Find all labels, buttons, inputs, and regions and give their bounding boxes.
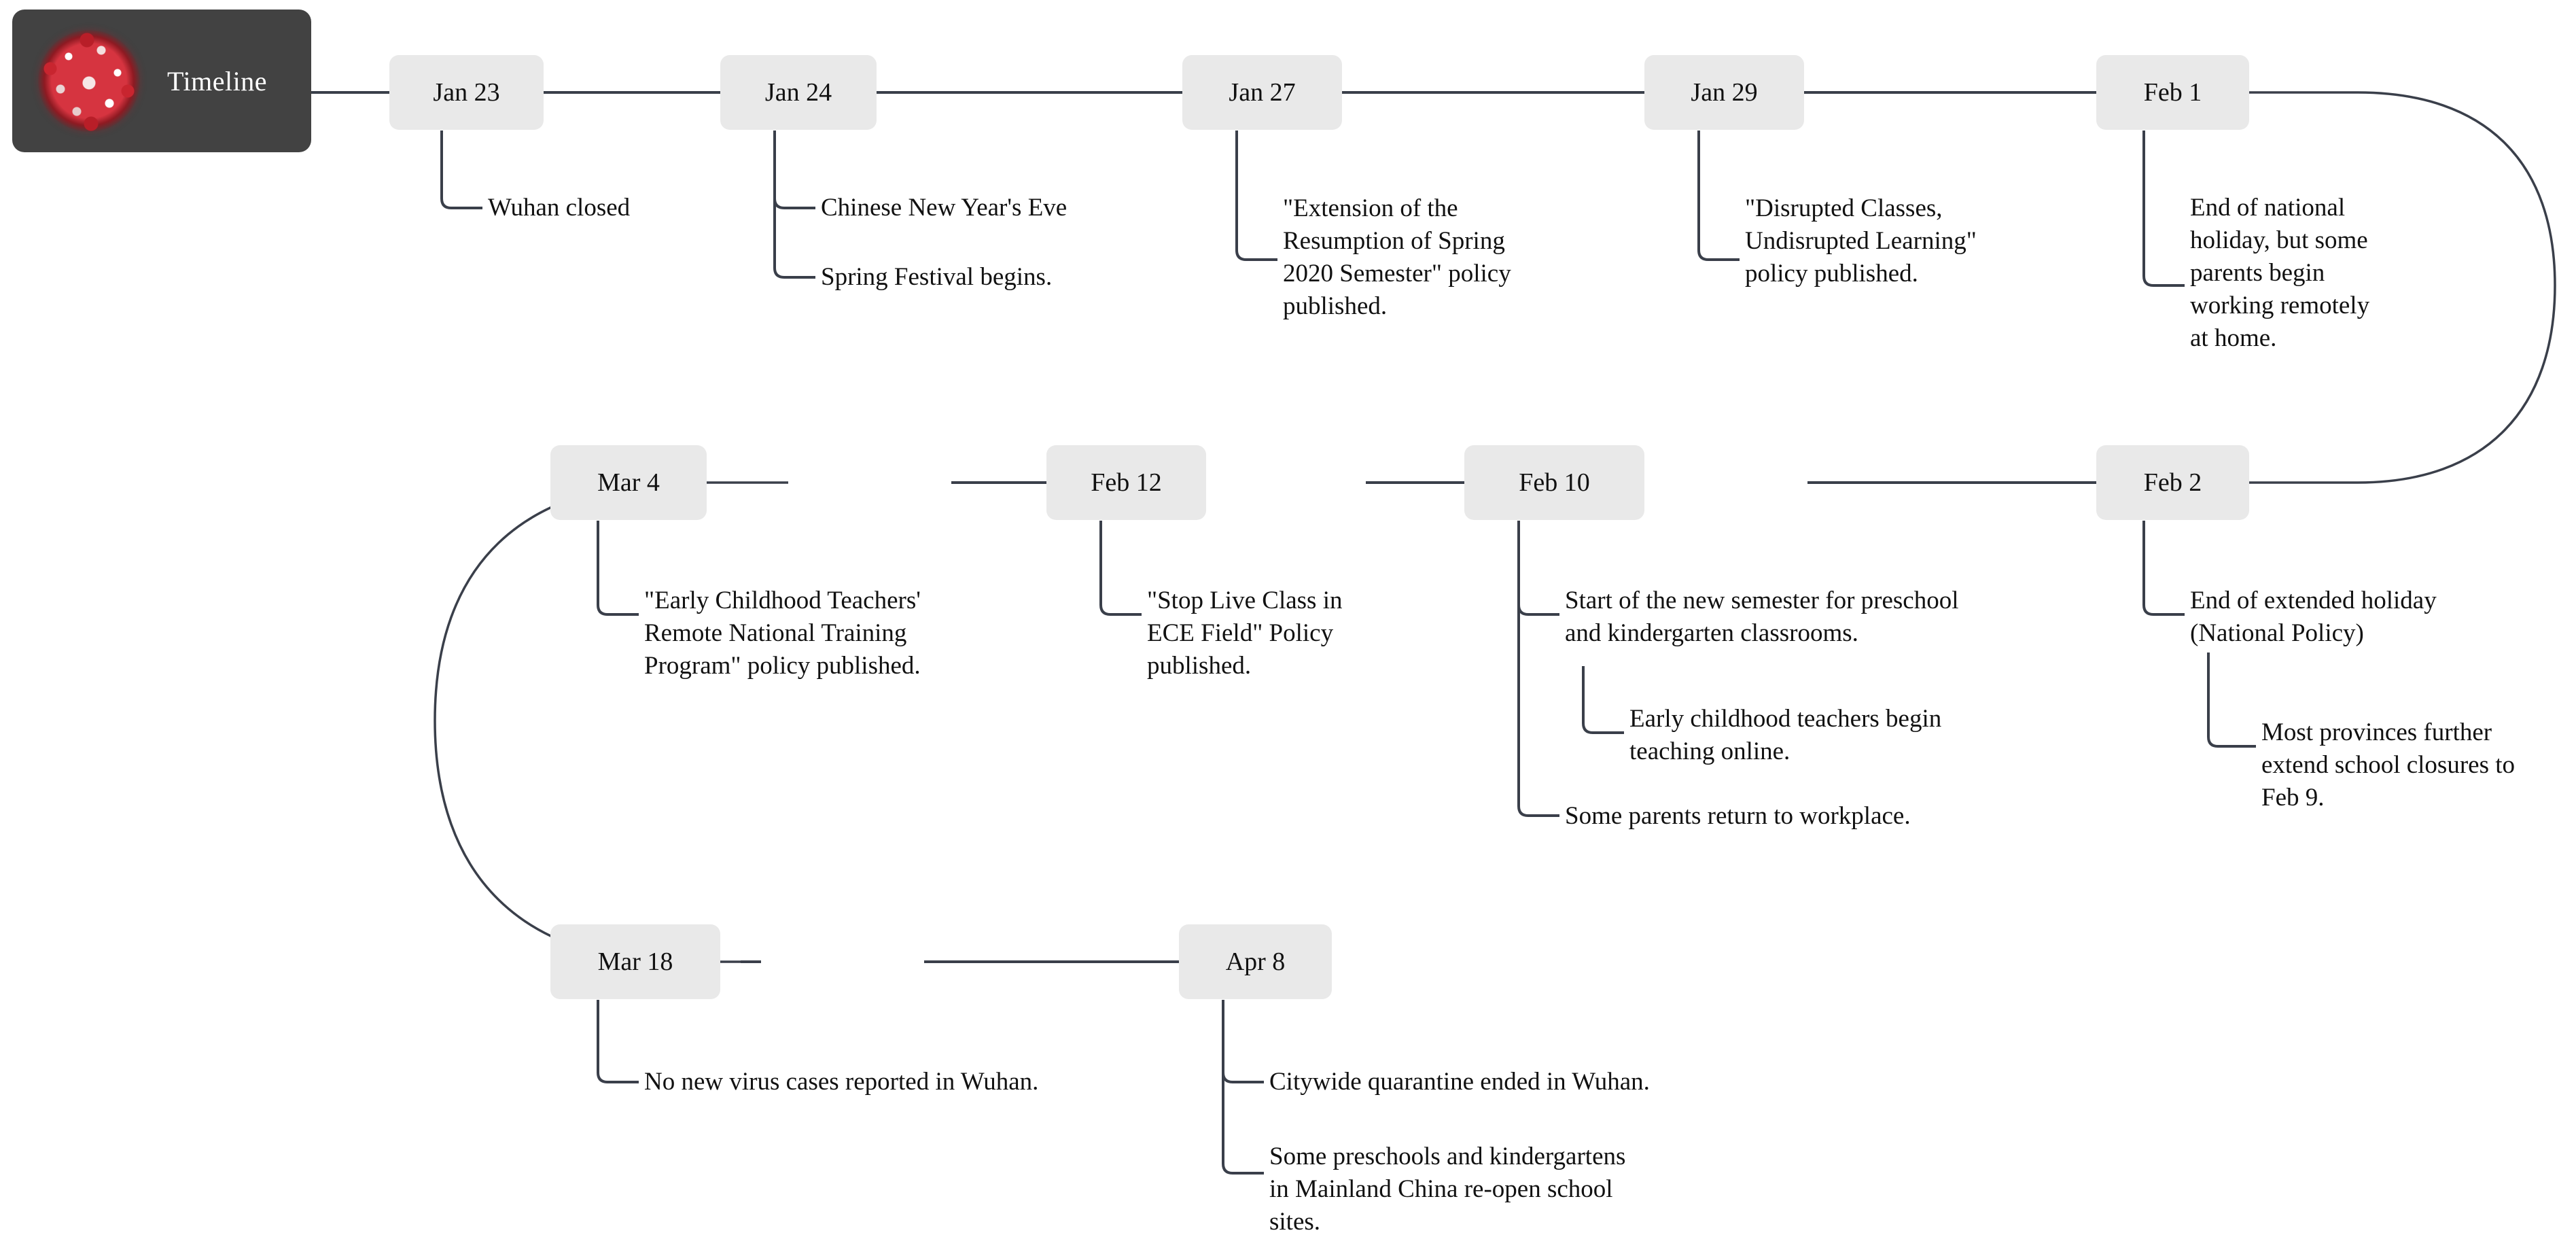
date-node-apr8[interactable]: Apr 8 [1179, 924, 1332, 999]
date-node-jan23[interactable]: Jan 23 [389, 55, 544, 130]
event-label-feb2-2: Most provinces further extend school clo… [2261, 718, 2515, 812]
event-label-feb10-3: Some parents return to workplace. [1565, 802, 1911, 830]
date-node-feb2[interactable]: Feb 2 [2096, 445, 2249, 520]
event-label-jan29-1: "Disrupted Classes, Undisrupted Learning… [1745, 194, 1977, 288]
event-label-feb1-1: End of national holiday, but some parent… [2190, 194, 2370, 353]
event-label-feb12-1: "Stop Live Class in ECE Field" Policy pu… [1147, 587, 1343, 680]
date-node-feb1[interactable]: Feb 1 [2096, 55, 2249, 130]
event-label-apr8-1: Citywide quarantine ended in Wuhan. [1269, 1068, 1650, 1096]
event-label-feb10-2: Early childhood teachers begin teaching … [1629, 705, 1942, 766]
event-label-feb2-1: End of extended holiday (National Policy… [2190, 587, 2437, 648]
date-node-feb12[interactable]: Feb 12 [1046, 445, 1206, 520]
event-label-mar18-1: No new virus cases reported in Wuhan. [644, 1068, 1039, 1096]
date-node-jan24[interactable]: Jan 24 [720, 55, 877, 130]
event-label-jan24-1: Chinese New Year's Eve [821, 194, 1068, 222]
drop-jan29-1 [1697, 131, 1740, 261]
coronavirus-icon [38, 30, 140, 132]
date-node-jan27[interactable]: Jan 27 [1182, 55, 1342, 130]
event-label-apr8-2: Some preschools and kindergartens in Mai… [1269, 1143, 1626, 1235]
drop-feb10-2-nested [1582, 666, 1624, 734]
event-label-jan24-2: Spring Festival begins. [821, 263, 1053, 291]
event-label-feb10-1: Start of the new semester for preschool … [1565, 587, 1959, 648]
spine-turn-left [434, 481, 788, 963]
page-title: Timeline [167, 65, 267, 97]
event-label-mar4-1: "Early Childhood Teachers' Remote Nation… [644, 587, 921, 680]
drop-feb10-1 [1517, 521, 1559, 616]
drop-mar4-1 [597, 521, 639, 616]
date-node-feb10[interactable]: Feb 10 [1464, 445, 1644, 520]
date-node-mar4[interactable]: Mar 4 [550, 445, 707, 520]
drop-feb10-3 [1517, 521, 1559, 817]
date-node-jan29[interactable]: Jan 29 [1644, 55, 1804, 130]
timeline-header: Timeline [12, 10, 311, 152]
event-label-jan27-1: "Extension of the Resumption of Spring 2… [1283, 194, 1511, 321]
date-node-mar18[interactable]: Mar 18 [550, 924, 720, 999]
event-label-jan23-1: Wuhan closed [488, 194, 631, 222]
drop-feb1-1 [2142, 131, 2185, 287]
drop-jan27-1 [1235, 131, 1277, 261]
drop-jan23-1 [440, 131, 482, 209]
drop-mar18-1 [597, 1000, 639, 1083]
drop-feb12-1 [1099, 521, 1142, 616]
